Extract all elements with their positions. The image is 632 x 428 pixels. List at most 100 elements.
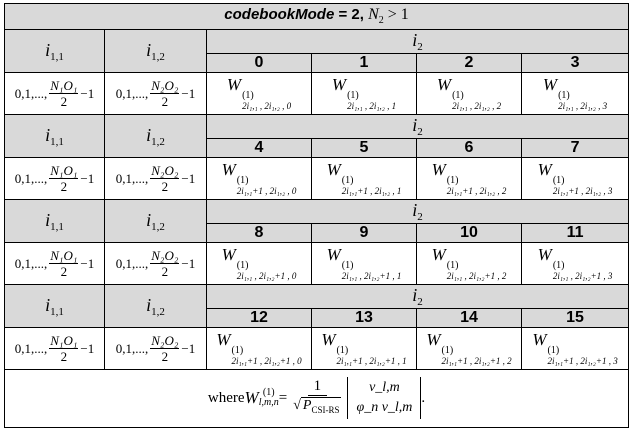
precoder-entry: W(1)2i₁,₁+1 , 2i₁,₂ , 2 <box>416 157 522 200</box>
i11-header-subscript: 1,1 <box>50 305 64 318</box>
i2-header: i2 <box>205 199 630 224</box>
footer-w-symbol: W <box>244 388 259 408</box>
precoder-subscript: 2i₁,₁ , 2i₁,₂ , 1 <box>347 101 397 111</box>
i2-value-cell: 2 <box>416 53 522 73</box>
precoder-subscript: 2i₁,₁+1 , 2i₁,₂+1 , 0 <box>231 356 302 366</box>
precoder-entry: W(1)2i₁,₁ , 2i₁,₂ , 2 <box>416 72 522 115</box>
i2-value-cell: 14 <box>416 308 522 328</box>
i12-range-prefix: 0,1,..., <box>115 85 149 101</box>
precoder-superscript: (1) <box>231 345 244 356</box>
footer-equals: = <box>278 389 288 406</box>
precoder-entry: W(1)2i₁,₁+1 , 2i₁,₂ , 1 <box>311 157 417 200</box>
precoder-symbol: W <box>537 245 552 264</box>
i2-value: 3 <box>570 54 580 72</box>
i12-header: i1,2 <box>104 114 207 158</box>
precoder-symbol: W <box>542 75 558 94</box>
precoder-entry: W(1)2i₁,₁ , 2i₁,₂ , 3 <box>520 72 630 115</box>
i12-range-numerator: N₂O₂ <box>150 248 180 264</box>
i2-value: 2 <box>464 54 474 72</box>
footer-fraction-denominator-sub: CSI-RS <box>311 404 340 415</box>
precoder-superscript: (1) <box>452 90 464 101</box>
footer-where: where <box>207 389 245 406</box>
i2-value-cell: 3 <box>520 53 630 73</box>
precoder-symbol: W <box>436 75 452 94</box>
i2-value-cell: 0 <box>206 53 312 73</box>
i2-header-subscript: 2 <box>417 41 423 53</box>
i12-header: i1,2 <box>104 29 207 73</box>
precoder-superscript: (1) <box>441 345 454 356</box>
footer-w-subscript: l,m,n <box>258 397 279 409</box>
i11-header-symbol: i <box>45 294 51 315</box>
precoder-subscript: 2i₁,₁ , 2i₁,₂+1 , 1 <box>341 271 402 281</box>
precoder-symbol: W <box>326 160 341 179</box>
i2-header-subscript: 2 <box>417 296 423 308</box>
footer-matrix: v_l,m φ_n v_l,m <box>347 377 422 420</box>
i11-range-prefix: 0,1,..., <box>14 340 48 356</box>
i2-value-cell: 5 <box>311 138 417 158</box>
precoder-superscript: (1) <box>347 90 359 101</box>
i12-range-suffix: −1 <box>181 170 196 186</box>
precoder-entry: W(1)2i₁,₁+1 , 2i₁,₂+1 , 0 <box>206 327 312 370</box>
i12-header-symbol: i <box>146 124 152 145</box>
precoder-subscript: 2i₁,₁ , 2i₁,₂+1 , 0 <box>236 271 297 281</box>
condition-variable: N <box>368 6 379 24</box>
i2-header-symbol: i <box>412 285 418 306</box>
table-title: codebookMode = 2, N2 > 1 <box>3 3 630 30</box>
condition-subscript: 2 <box>378 15 384 27</box>
precoder-entry: W(1)2i₁,₁ , 2i₁,₂+1 , 1 <box>311 242 417 285</box>
precoder-symbol: W <box>431 245 446 264</box>
i11-range-prefix: 0,1,..., <box>14 85 48 101</box>
codebook-mode-label: codebookMode <box>224 6 335 24</box>
i12-range-denominator: 2 <box>161 179 169 194</box>
footer-w-superscript: (1) <box>262 387 275 399</box>
precoder-subscript: 2i₁,₁+1 , 2i₁,₂+1 , 2 <box>441 356 512 366</box>
i11-header-subscript: 1,1 <box>50 50 64 63</box>
i11-range-suffix: −1 <box>80 170 95 186</box>
i2-header-symbol: i <box>412 115 418 136</box>
i2-header: i2 <box>205 29 630 54</box>
precoder-superscript: (1) <box>446 260 459 271</box>
i11-range-denominator: 2 <box>60 179 68 194</box>
i2-value-cell: 6 <box>416 138 522 158</box>
i12-header-subscript: 1,2 <box>151 135 165 148</box>
i2-value: 1 <box>359 54 369 72</box>
condition-relation: > 1 <box>383 6 409 24</box>
i2-value: 12 <box>250 309 268 327</box>
i11-range-suffix: −1 <box>80 85 95 101</box>
i2-value-cell: 7 <box>520 138 630 158</box>
footer-fraction-denominator: P <box>302 398 312 414</box>
precoder-superscript: (1) <box>236 175 249 186</box>
precoder-superscript: (1) <box>547 345 560 356</box>
i12-header-subscript: 1,2 <box>151 305 165 318</box>
precoder-subscript: 2i₁,₁ , 2i₁,₂ , 0 <box>242 101 292 111</box>
i2-header: i2 <box>205 114 630 139</box>
i2-value-cell: 1 <box>311 53 417 73</box>
i2-value: 4 <box>254 139 264 157</box>
i12-header-subscript: 1,2 <box>151 220 165 233</box>
i11-range-suffix: −1 <box>80 255 95 271</box>
precoder-superscript: (1) <box>341 260 354 271</box>
precoder-entry: W(1)2i₁,₁+1 , 2i₁,₂+1 , 3 <box>520 327 630 370</box>
precoder-subscript: 2i₁,₁+1 , 2i₁,₂ , 0 <box>236 186 297 196</box>
i12-header-symbol: i <box>146 294 152 315</box>
i11-range-denominator: 2 <box>60 349 68 364</box>
precoder-superscript: (1) <box>336 345 349 356</box>
i12-header-symbol: i <box>146 39 152 60</box>
i11-range-numerator: N₁O₁ <box>49 333 79 349</box>
precoder-entry: W(1)2i₁,₁ , 2i₁,₂ , 1 <box>311 72 417 115</box>
i12-header: i1,2 <box>104 199 207 243</box>
i2-value: 15 <box>566 309 584 327</box>
i2-value: 0 <box>254 54 264 72</box>
precoder-symbol: W <box>532 330 547 349</box>
precoder-symbol: W <box>216 330 231 349</box>
i2-value-cell: 9 <box>311 223 417 243</box>
i12-header-symbol: i <box>146 209 152 230</box>
precoder-entry: W(1)2i₁,₁+1 , 2i₁,₂ , 3 <box>520 157 630 200</box>
i11-range-prefix: 0,1,..., <box>14 255 48 271</box>
